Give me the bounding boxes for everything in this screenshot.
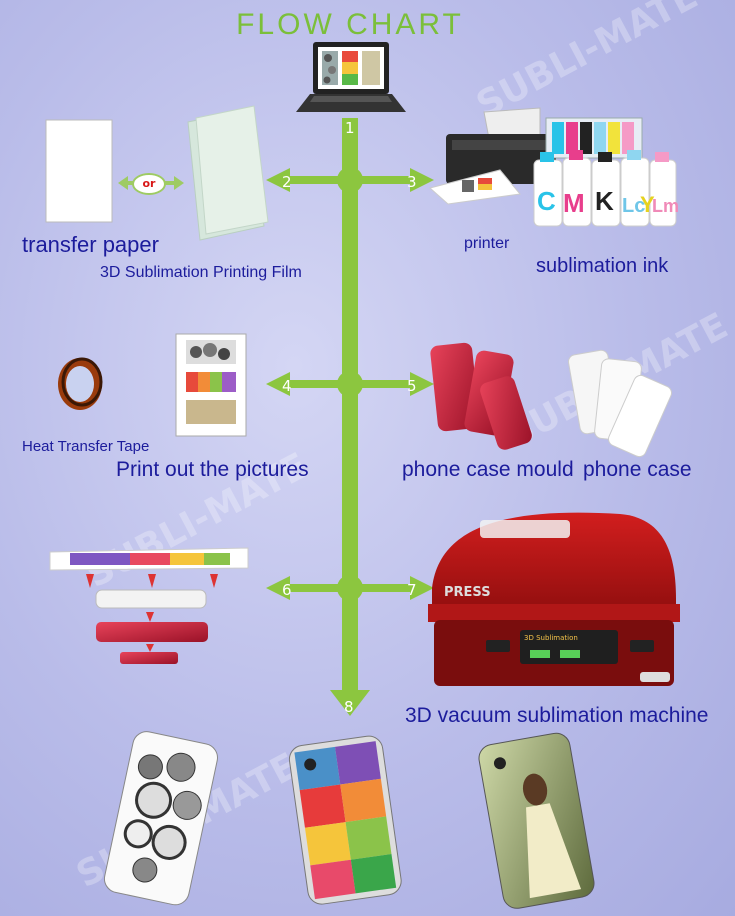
step-number: 8 <box>344 698 354 716</box>
color-block-case-icon <box>288 735 402 905</box>
ink-letter: M <box>563 188 585 218</box>
arrow-left <box>266 168 290 192</box>
label-printer: printer <box>464 235 510 252</box>
arrow-right <box>410 372 434 396</box>
transfer-paper-icon <box>45 119 113 223</box>
sublimation-film-icon <box>187 105 269 241</box>
arrow-left <box>266 576 290 600</box>
step-number: 7 <box>407 581 417 599</box>
laptop-icon <box>296 42 406 112</box>
step-number: 2 <box>282 173 292 191</box>
step-number: 1 <box>345 119 355 137</box>
ink-letter: K <box>595 186 614 216</box>
label-phone-case: phone case <box>583 458 692 481</box>
ink-letter: C <box>537 186 556 216</box>
printed-pictures-icon <box>175 333 247 437</box>
machine-brand-text: PRESS <box>444 585 491 600</box>
photo-case-icon <box>478 732 595 909</box>
step-number: 3 <box>407 173 417 191</box>
ink-bottles-icon: C M K Lc Y Lm <box>533 150 679 227</box>
label-machine: 3D vacuum sublimation machine <box>405 704 709 727</box>
label-print-out: Print out the pictures <box>116 458 309 481</box>
ink-letter: Lc <box>622 195 645 217</box>
step-number: 5 <box>407 377 417 395</box>
ink-letter: Lm <box>652 196 679 216</box>
sublimation-machine-icon: PRESS 3D Sublimation <box>428 512 680 686</box>
arrow-down <box>330 690 370 716</box>
label-transfer-paper: transfer paper <box>22 232 159 257</box>
printer-icon <box>428 107 556 205</box>
mould-icon <box>430 342 532 450</box>
step-number: 6 <box>282 581 292 599</box>
or-badge: or <box>132 173 166 195</box>
arrow-right <box>410 576 434 600</box>
arrow-left <box>266 372 290 396</box>
page-title: FLOW CHART <box>236 8 464 41</box>
label-ink: sublimation ink <box>536 255 669 277</box>
label-film: 3D Sublimation Printing Film <box>100 264 302 281</box>
phone-case-icon <box>567 349 672 458</box>
label-mould: phone case mould <box>402 458 574 481</box>
flow-trunk <box>342 118 358 692</box>
clock-case-icon <box>103 731 218 906</box>
ink-system-icon <box>545 117 643 159</box>
arrow-right <box>410 168 434 192</box>
process-sequence-icon <box>49 547 249 664</box>
heat-tape-icon <box>58 357 103 410</box>
label-tape: Heat Transfer Tape <box>22 438 150 455</box>
flow-diagram: 1 2 3 4 5 6 7 8 <box>45 42 680 909</box>
machine-panel-text: 3D Sublimation <box>524 634 578 642</box>
ink-letter: Y <box>640 192 655 217</box>
step-number: 4 <box>282 377 292 395</box>
